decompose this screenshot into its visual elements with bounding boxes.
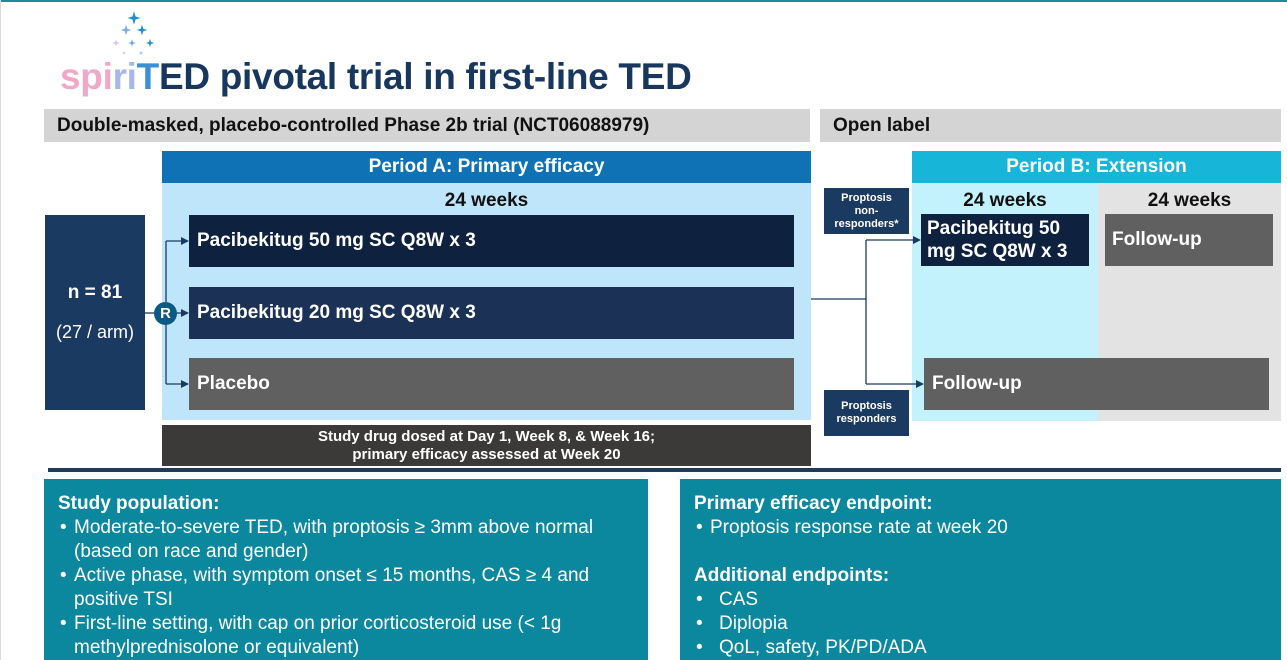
title-text: pivotal trial in first-line TED: [209, 56, 692, 97]
population-box: n = 81 (27 / arm): [45, 215, 145, 410]
section-divider: [48, 468, 1281, 472]
study-population-heading: Study population:: [58, 493, 220, 514]
primary-endpoint-list: Proptosis response rate at week 20: [694, 516, 1267, 540]
list-item: First-line setting, with cap on prior co…: [58, 612, 634, 660]
arm-pacibekitug-20: Pacibekitug 20 mg SC Q8W x 3: [189, 287, 794, 339]
period-b-treatment: Pacibekitug 50 mg SC Q8W x 3: [921, 214, 1089, 266]
brand-part: spi: [60, 56, 113, 97]
dosing-note: Study drug dosed at Day 1, Week 8, & Wee…: [162, 425, 811, 466]
tag-proptosis-nonresponders: Proptosis non- responders*: [824, 188, 909, 234]
dosing-note-line: Study drug dosed at Day 1, Week 8, & Wee…: [317, 427, 656, 445]
study-population-list: Moderate-to-severe TED, with proptosis ≥…: [58, 516, 634, 660]
left-border-line: [0, 0, 1, 660]
brand-part: ED: [158, 56, 210, 97]
additional-endpoints-list: CAS Diplopia QoL, safety, PK/PD/ADA: [694, 588, 1267, 660]
page-title: spiriTED pivotal trial in first-line TED: [60, 56, 692, 98]
period-a-duration: 24 weeks: [444, 190, 529, 211]
sparkles-icon: [112, 11, 155, 56]
followup-nonresponders: Follow-up: [1105, 214, 1273, 266]
list-item: Moderate-to-severe TED, with proptosis ≥…: [58, 516, 634, 564]
tag-line: Proptosis: [841, 191, 892, 204]
brand-part: ri: [112, 56, 137, 97]
additional-endpoints-heading: Additional endpoints:: [694, 565, 890, 586]
tag-proptosis-responders: Proptosis responders: [824, 390, 909, 436]
brand-part: T: [136, 56, 160, 97]
period-b-duration-2: 24 weeks: [1147, 190, 1232, 211]
study-population-box: Study population: Moderate-to-severe TED…: [44, 479, 648, 660]
list-item: Proptosis response rate at week 20: [694, 516, 1267, 540]
period-b-duration-1: 24 weeks: [963, 190, 1047, 211]
top-accent-line: [0, 0, 1287, 2]
tag-line: Proptosis: [841, 400, 892, 412]
list-item: Active phase, with symptom onset ≤ 15 mo…: [58, 564, 634, 612]
randomization-icon: R: [154, 302, 177, 325]
period-b-header: Period B: Extension: [912, 151, 1281, 183]
dosing-note-line: primary efficacy assessed at Week 20: [352, 445, 621, 463]
double-masked-header: Double-masked, placebo-controlled Phase …: [44, 109, 810, 142]
arm-placebo: Placebo: [189, 358, 794, 410]
arm-pacibekitug-50: Pacibekitug 50 mg SC Q8W x 3: [189, 215, 794, 267]
open-label-header: Open label: [820, 109, 1281, 142]
tag-line: responders: [836, 413, 897, 425]
endpoints-box: Primary efficacy endpoint: Proptosis res…: [680, 479, 1281, 660]
spacer: [694, 540, 1267, 564]
followup-responders: Follow-up: [924, 358, 1269, 410]
list-item: Diplopia: [694, 612, 1267, 636]
population-n: n = 81: [67, 282, 123, 303]
tag-line: responders*: [834, 217, 899, 230]
list-item: QoL, safety, PK/PD/ADA: [694, 636, 1267, 660]
period-a-header: Period A: Primary efficacy: [162, 151, 811, 183]
primary-endpoint-heading: Primary efficacy endpoint:: [694, 493, 933, 514]
list-item: CAS: [694, 588, 1267, 612]
tag-line: non-: [854, 204, 879, 217]
population-per-arm: (27 / arm): [55, 322, 134, 342]
